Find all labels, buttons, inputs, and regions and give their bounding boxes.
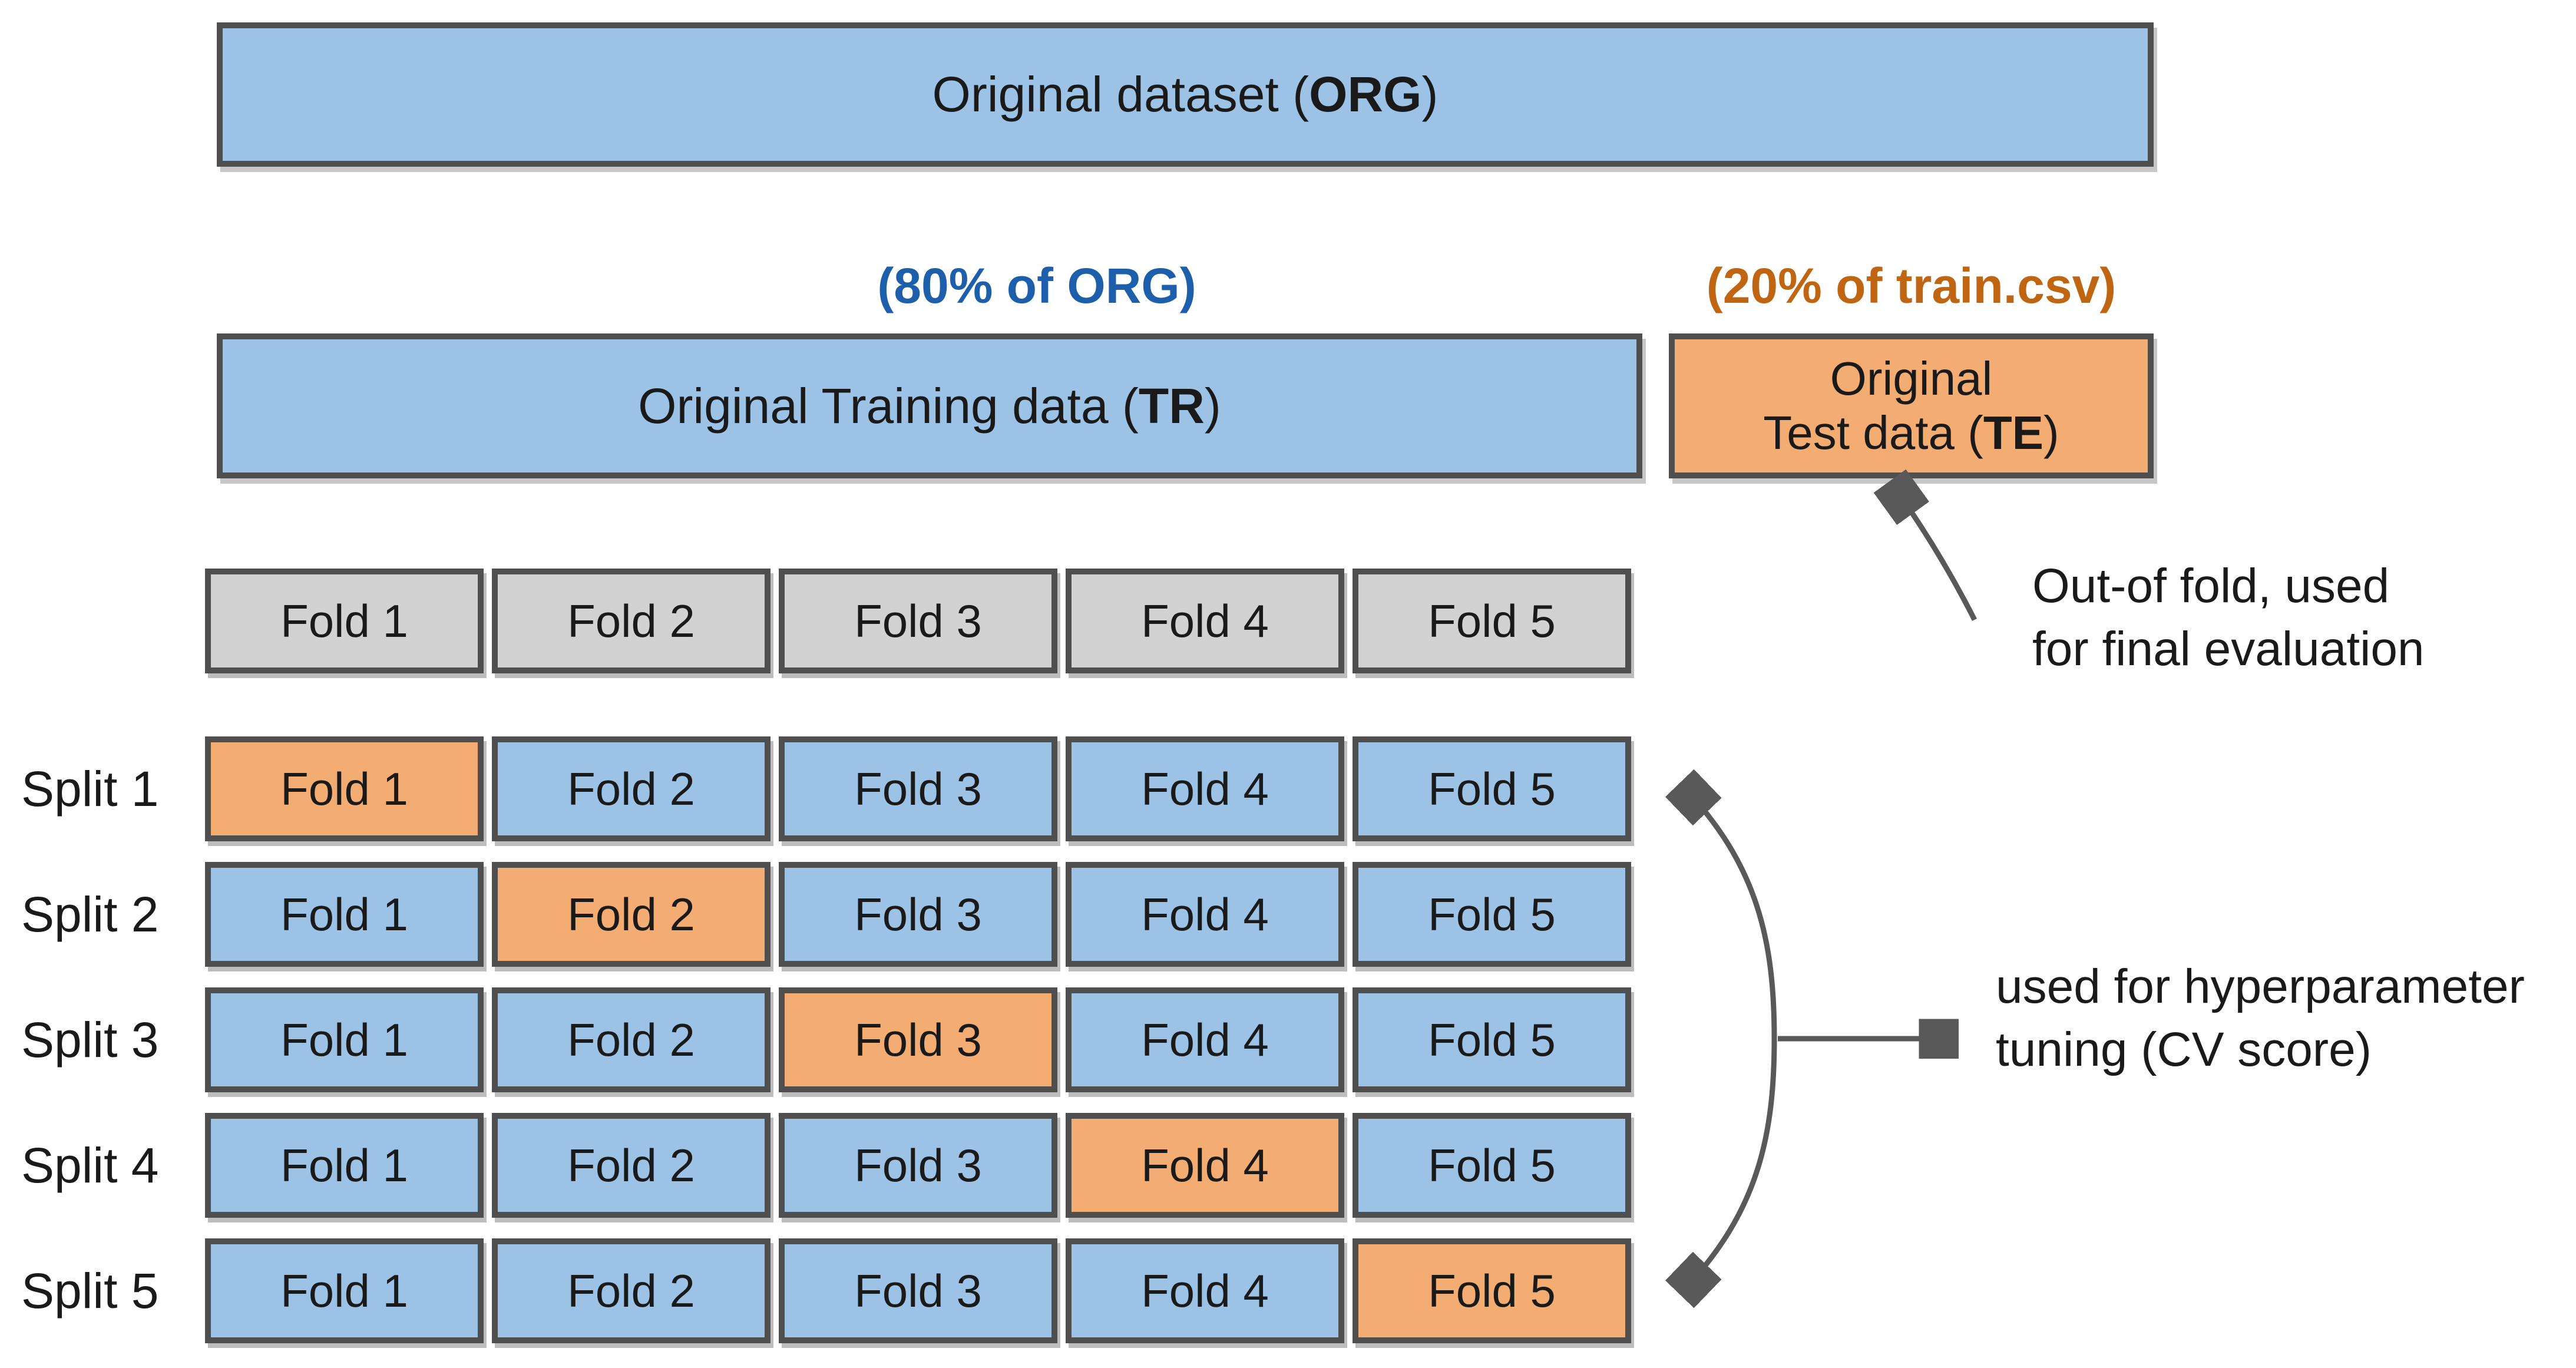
test-percentage-label: (20% of train.csv) — [1706, 258, 2117, 313]
fold-cell: Fold 5 — [1353, 1238, 1631, 1343]
fold-cell: Fold 2 — [492, 862, 771, 967]
fold-cell: Fold 2 — [492, 1113, 771, 1218]
fold-cell: Fold 4 — [1066, 862, 1344, 967]
split-row-1: Split 1 Fold 1 Fold 2 Fold 3 Fold 4 Fold… — [0, 736, 2576, 841]
out-of-fold-annotation-line2: for final evaluation — [2032, 622, 2425, 676]
original-test-data-abbr: TE — [1983, 407, 2044, 459]
fold-cell: Fold 2 — [492, 1238, 771, 1343]
fold-cell: Fold 1 — [205, 736, 484, 841]
cv-tuning-annotation-line1: used for hyperparameter — [1996, 960, 2525, 1013]
out-of-fold-annotation: Out-of fold, used for final evaluation — [2032, 555, 2425, 680]
original-test-data-text: Test data ( — [1763, 407, 1983, 459]
fold-cell: Fold 1 — [205, 862, 484, 967]
split-label: Split 2 — [21, 886, 159, 942]
fold-cell: Fold 4 — [1066, 736, 1344, 841]
fold-cell: Fold 2 — [492, 987, 771, 1092]
fold-cell: Fold 3 — [779, 736, 1057, 841]
split-row-5: Split 5 Fold 1 Fold 2 Fold 3 Fold 4 Fold… — [0, 1238, 2576, 1343]
split-label: Split 5 — [21, 1263, 159, 1319]
original-test-data-box: Original Test data (TE) — [1669, 333, 2154, 478]
original-training-data-box: Original Training data (TR) — [217, 333, 1642, 478]
split-row-3: Split 3 Fold 1 Fold 2 Fold 3 Fold 4 Fold… — [0, 987, 2576, 1092]
original-dataset-paren: ) — [1421, 67, 1439, 123]
split-label: Split 4 — [21, 1137, 159, 1193]
split-label: Split 1 — [21, 761, 159, 817]
original-training-data-label: Original Training data (TR) — [638, 378, 1221, 435]
original-dataset-abbr: ORG — [1309, 67, 1422, 123]
split-label: Split 3 — [21, 1012, 159, 1068]
fold-cell: Fold 5 — [1353, 862, 1631, 967]
original-training-data-paren: ) — [1204, 378, 1221, 434]
fold-header-row: Fold 1 Fold 2 Fold 3 Fold 4 Fold 5 — [0, 569, 2576, 673]
fold-cell: Fold 3 — [779, 862, 1057, 967]
fold-cell: Fold 5 — [1353, 736, 1631, 841]
cv-tuning-annotation: used for hyperparameter tuning (CV score… — [1996, 956, 2525, 1081]
original-dataset-box: Original dataset (ORG) — [217, 22, 2154, 167]
fold-cell: Fold 1 — [205, 987, 484, 1092]
out-of-fold-annotation-line1: Out-of fold, used — [2032, 559, 2390, 613]
fold-cell: Fold 4 — [1066, 1238, 1344, 1343]
train-percentage-label: (80% of ORG) — [877, 258, 1196, 313]
original-test-data-line2: Test data (TE) — [1763, 406, 2059, 460]
fold-header-cell: Fold 4 — [1066, 569, 1344, 673]
fold-header-cell: Fold 1 — [205, 569, 484, 673]
fold-cell: Fold 4 — [1066, 1113, 1344, 1218]
fold-cell: Fold 1 — [205, 1113, 484, 1218]
cv-tuning-annotation-line2: tuning (CV score) — [1996, 1022, 2372, 1076]
fold-header-cell: Fold 5 — [1353, 569, 1631, 673]
fold-cell: Fold 3 — [779, 1238, 1057, 1343]
original-training-data-abbr: TR — [1138, 378, 1205, 434]
fold-cell: Fold 5 — [1353, 1113, 1631, 1218]
original-dataset-text: Original dataset ( — [932, 67, 1310, 123]
fold-cell: Fold 2 — [492, 736, 771, 841]
fold-header-cell: Fold 2 — [492, 569, 771, 673]
fold-cell: Fold 1 — [205, 1238, 484, 1343]
fold-cell: Fold 5 — [1353, 987, 1631, 1092]
original-dataset-label: Original dataset (ORG) — [932, 66, 1439, 123]
original-test-data-line1: Original — [1830, 352, 1993, 405]
fold-cell: Fold 3 — [779, 1113, 1057, 1218]
original-training-data-text: Original Training data ( — [638, 378, 1139, 434]
fold-cell: Fold 4 — [1066, 987, 1344, 1092]
split-row-2: Split 2 Fold 1 Fold 2 Fold 3 Fold 4 Fold… — [0, 862, 2576, 967]
split-row-4: Split 4 Fold 1 Fold 2 Fold 3 Fold 4 Fold… — [0, 1113, 2576, 1218]
fold-cell: Fold 3 — [779, 987, 1057, 1092]
fold-header-cell: Fold 3 — [779, 569, 1057, 673]
original-test-data-paren: ) — [2043, 407, 2059, 459]
